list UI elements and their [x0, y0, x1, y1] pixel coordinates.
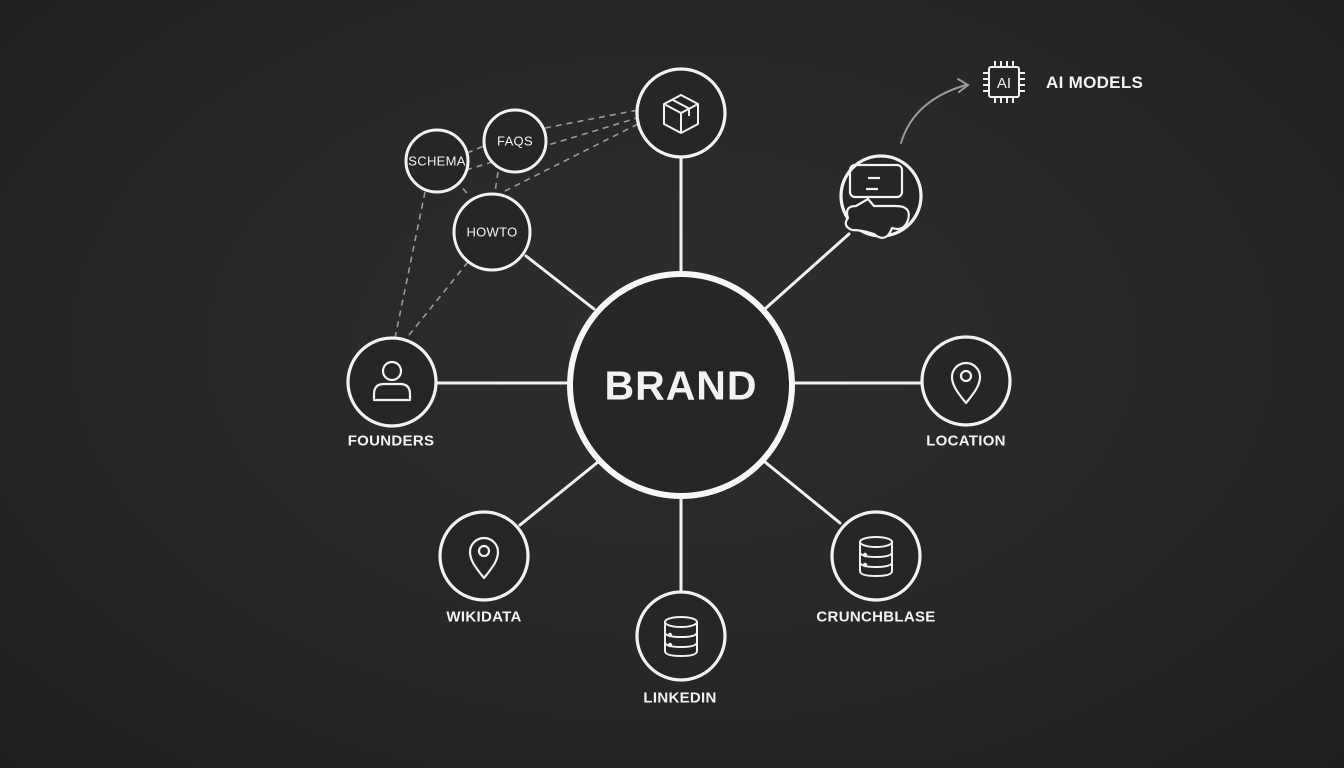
brand-node [567, 271, 795, 499]
dashed-line-schema-founders [394, 191, 426, 339]
curved-arrow [900, 78, 970, 144]
howto-label: HOWTO [466, 224, 518, 240]
dashed-line-faqs-howto [494, 171, 499, 193]
map-pin-icon [950, 361, 982, 405]
spoke-wikidata [518, 460, 600, 527]
founders-node [346, 336, 438, 428]
dashed-connectors [394, 109, 643, 341]
crunchbase-label: CRUNCHBLASE [816, 608, 936, 626]
map-pin-icon [468, 536, 500, 580]
dashed-line-howto-product [494, 121, 643, 197]
spoke-chat [764, 232, 851, 310]
brand-label: BRAND [604, 362, 758, 409]
database-icon [664, 616, 698, 658]
faqs-node [482, 108, 548, 174]
spoke-howto [524, 254, 596, 311]
spoke-crunchbase [763, 460, 842, 525]
dashed-line-schema-faqs [466, 145, 485, 154]
faqs-label: FAQS [497, 133, 533, 149]
chat-bubble-icon [844, 163, 910, 239]
spokes [435, 156, 923, 592]
database-icon [859, 536, 893, 578]
linkedin-label: LINKEDIN [643, 689, 717, 707]
founders-label: FOUNDERS [347, 432, 435, 450]
ai-chip-icon [983, 61, 1025, 103]
dashed-line-howto-founders [404, 261, 469, 341]
howto-node [452, 192, 532, 272]
person-icon [372, 360, 412, 402]
dashed-line-faqs-product [544, 109, 639, 129]
dashed-line-schema-product [465, 117, 638, 171]
wikidata-label: WIKIDATA [446, 608, 522, 626]
package-box-icon [663, 94, 699, 134]
schema-label: SCHEMA [408, 153, 466, 169]
location-label: LOCATION [926, 432, 1006, 450]
schema-node [404, 128, 470, 194]
ai-models-label: AI MODELS [1046, 73, 1144, 92]
ai-chip-text: AI [997, 75, 1011, 92]
